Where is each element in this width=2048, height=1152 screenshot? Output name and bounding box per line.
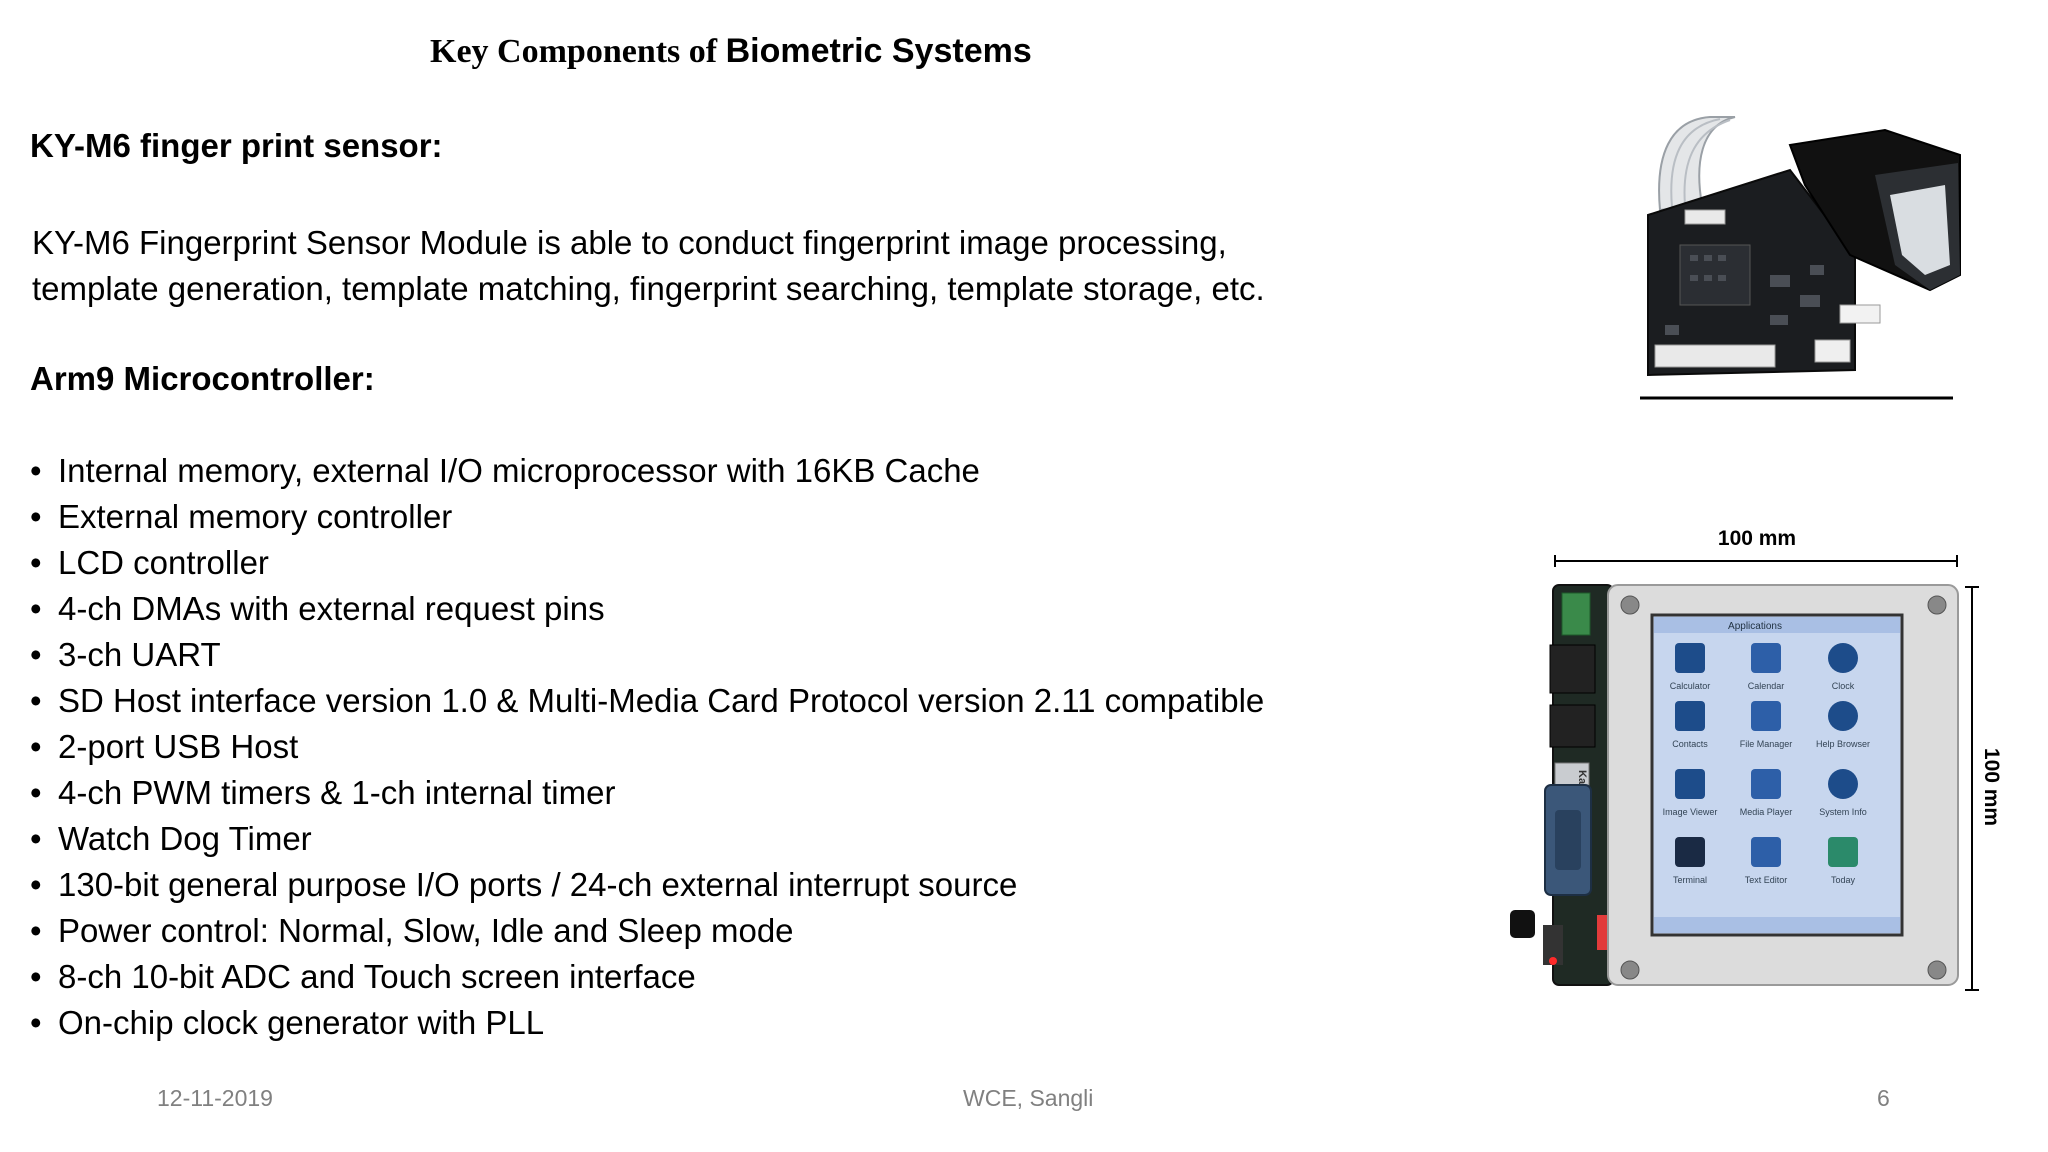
bullet-icon: • (30, 774, 42, 811)
bullet-icon: • (30, 452, 42, 489)
list-item: •130-bit general purpose I/O ports / 24-… (30, 862, 1264, 908)
bullet-icon: • (30, 1004, 42, 1041)
svg-text:System Info: System Info (1819, 807, 1867, 817)
bullet-icon: • (30, 912, 42, 949)
list-item: •External memory controller (30, 494, 1264, 540)
microcontroller-feature-list: •Internal memory, external I/O microproc… (30, 448, 1264, 1046)
dimension-height-label: 100 mm (1980, 748, 2003, 826)
list-item: •SD Host interface version 1.0 & Multi-M… (30, 678, 1264, 724)
sensor-description: KY-M6 Fingerprint Sensor Module is able … (32, 220, 1412, 312)
svg-text:File Manager: File Manager (1740, 739, 1793, 749)
bullet-icon: • (30, 498, 42, 535)
svg-text:Terminal: Terminal (1673, 875, 1707, 885)
section-heading-microcontroller: Arm9 Microcontroller: (30, 360, 375, 397)
list-item: •Internal memory, external I/O microproc… (30, 448, 1264, 494)
bullet-icon: • (30, 866, 42, 903)
svg-text:Text Editor: Text Editor (1745, 875, 1788, 885)
slide-title-part2: Biometric Systems (725, 32, 1032, 70)
sensor-description-line: KY-M6 Fingerprint Sensor Module is able … (32, 224, 1227, 261)
list-item: •3-ch UART (30, 632, 1264, 678)
footer-institution: WCE, Sangli (963, 1085, 1094, 1111)
list-item: •On-chip clock generator with PLL (30, 1000, 1264, 1046)
list-item: •8-ch 10-bit ADC and Touch screen interf… (30, 954, 1264, 1000)
slide-title-part1: Key Components of (430, 33, 726, 70)
svg-text:Today: Today (1831, 875, 1856, 885)
svg-text:Clock: Clock (1832, 681, 1855, 691)
list-item: •4-ch PWM timers & 1-ch internal timer (30, 770, 1264, 816)
svg-text:Calculator: Calculator (1670, 681, 1711, 691)
svg-text:Calendar: Calendar (1748, 681, 1785, 691)
bullet-icon: • (30, 682, 42, 719)
bullet-icon: • (30, 958, 42, 995)
dimension-width-label: 100 mm (1718, 527, 1796, 550)
section-heading-sensor: KY-M6 finger print sensor: (30, 127, 443, 164)
list-item: •LCD controller (30, 540, 1264, 586)
svg-text:Image Viewer: Image Viewer (1663, 807, 1718, 817)
screen-header: Applications (1728, 621, 1782, 632)
list-item: •4-ch DMAs with external request pins (30, 586, 1264, 632)
list-item: •Power control: Normal, Slow, Idle and S… (30, 908, 1264, 954)
bullet-icon: • (30, 636, 42, 673)
svg-text:Help Browser: Help Browser (1816, 739, 1870, 749)
fingerprint-sensor-image (1640, 116, 1961, 400)
bullet-icon: • (30, 544, 42, 581)
arm9-board-image: 100 mm 100 mm KaiRun Applications Calcul… (1510, 527, 2003, 991)
list-item: •2-port USB Host (30, 724, 1264, 770)
svg-text:Contacts: Contacts (1672, 739, 1708, 749)
bullet-icon: • (30, 590, 42, 627)
sensor-description-line: template generation, template matching, … (32, 270, 1265, 307)
slide-title: Key Components of Biometric Systems (430, 32, 1032, 71)
list-item: •Watch Dog Timer (30, 816, 1264, 862)
footer-date: 12-11-2019 (157, 1085, 273, 1111)
bullet-icon: • (30, 820, 42, 857)
svg-text:Media Player: Media Player (1740, 807, 1793, 817)
bullet-icon: • (30, 728, 42, 765)
page-number: 6 (1877, 1085, 1890, 1111)
